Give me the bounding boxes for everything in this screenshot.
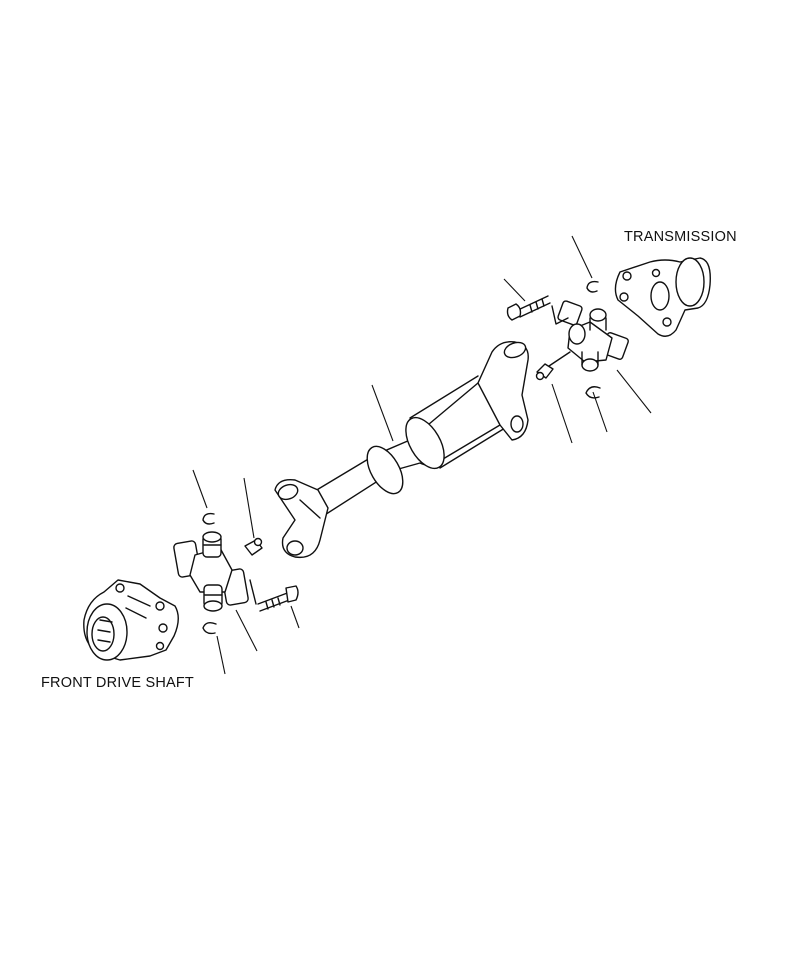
- leader-snap-ring-left-top: [192, 469, 208, 509]
- grease-fitting-left: [244, 537, 263, 556]
- snap-ring-left-bottom: [202, 621, 217, 635]
- leader-spider-top: [616, 369, 652, 414]
- bolt-top: [506, 295, 569, 325]
- transmission-flange: [614, 257, 711, 337]
- leader-spider-left: [235, 609, 258, 652]
- drive-shaft-tube: [274, 341, 529, 559]
- transmission-label: TRANSMISSION: [624, 229, 737, 245]
- front-drive-shaft-flange: [83, 579, 179, 661]
- leader-snap-ring-right: [592, 391, 608, 433]
- bolt-left: [249, 579, 299, 612]
- leader-snap-ring-top: [571, 235, 593, 279]
- leader-bolt-left: [290, 605, 300, 629]
- leader-grease-fitting-left: [243, 477, 255, 539]
- snap-ring-left-top: [202, 512, 215, 525]
- leader-lines: [192, 235, 652, 675]
- leader-bolt-top: [503, 278, 526, 302]
- snap-ring-right: [585, 386, 601, 399]
- leader-snap-ring-left-bottom: [216, 635, 226, 675]
- spider-top: [557, 300, 629, 372]
- leader-shaft-tube: [371, 384, 394, 442]
- grease-fitting-top: [535, 351, 571, 381]
- snap-ring-top: [586, 280, 599, 293]
- leader-grease-fitting-top: [551, 383, 573, 444]
- spider-left: [173, 531, 249, 612]
- front-drive-shaft-label: FRONT DRIVE SHAFT: [41, 675, 194, 691]
